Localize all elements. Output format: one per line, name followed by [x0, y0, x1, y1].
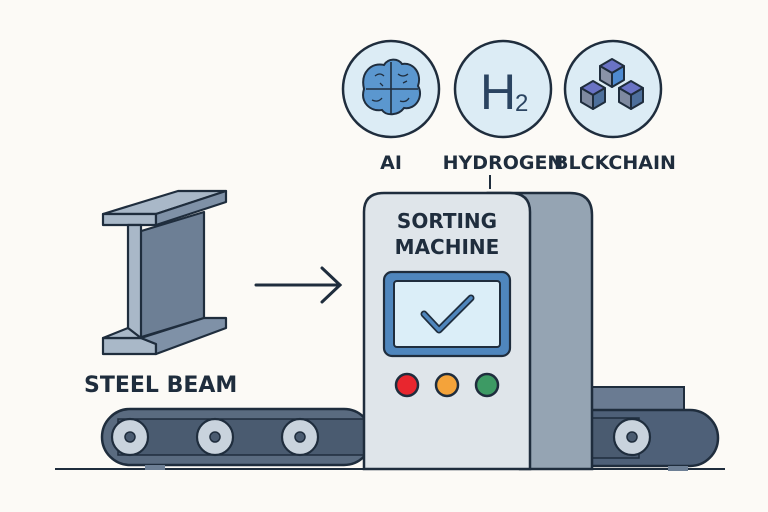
arrow-right-icon: [254, 266, 343, 304]
roller: [110, 417, 150, 457]
machine-title-line1: SORTING: [397, 209, 497, 233]
category-hydrogen: H 2: [453, 39, 553, 139]
category-blockchain: [563, 39, 663, 139]
h2-icon: H: [480, 64, 516, 120]
machine-screen: [393, 280, 501, 348]
blocks-icon: [580, 58, 644, 110]
conveyor-belt-left: [100, 407, 374, 470]
indicator-light-red: [394, 372, 420, 398]
machine-title-line2: MACHINE: [395, 235, 500, 259]
roller: [280, 417, 320, 457]
h2-subscript: 2: [515, 90, 528, 117]
steel-beam-label: STEEL BEAM: [84, 373, 237, 398]
roller: [195, 417, 235, 457]
blockchain-circle: [563, 39, 663, 139]
brain-icon: [362, 58, 422, 116]
checkmark-icon: [422, 296, 473, 332]
steel-i-beam-icon: [101, 189, 228, 356]
label-hydrogen: HYDROGEN: [443, 152, 564, 174]
indicator-light-green: [474, 372, 500, 398]
category-ai: [341, 39, 441, 139]
hydrogen-circle: [453, 39, 553, 139]
indicator-light-orange: [434, 372, 460, 398]
label-ai: AI: [380, 152, 402, 174]
sorting-machine: SORTING MACHINE: [362, 191, 532, 471]
label-blockchain: BLCKCHAIN: [554, 152, 676, 174]
